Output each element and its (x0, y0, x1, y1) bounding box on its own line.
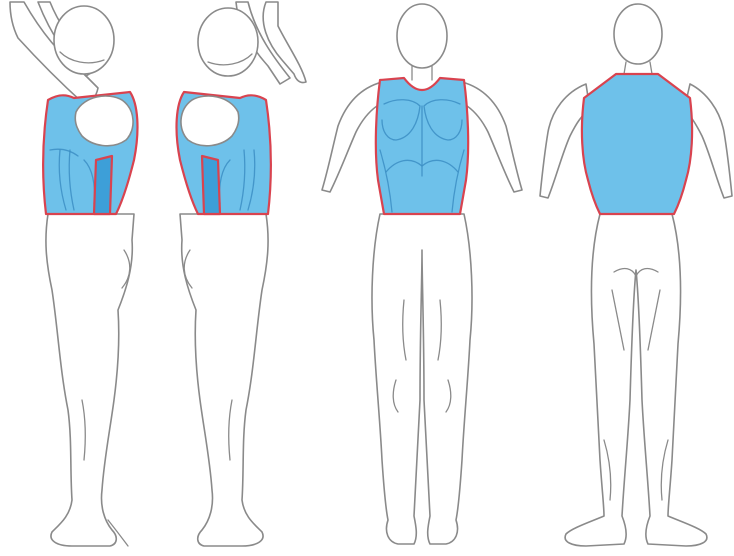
figure-front (322, 4, 522, 544)
upper-arm-overlap (75, 96, 133, 146)
arm-front-left (322, 82, 382, 192)
legs-back (565, 214, 707, 546)
legs-front (372, 214, 472, 544)
figure-back (540, 4, 732, 546)
head (54, 6, 114, 74)
head-back (614, 4, 662, 64)
figure-side-left (10, 2, 137, 546)
legs (46, 214, 134, 546)
figure-side-right (177, 2, 306, 546)
arm-front-right (462, 82, 522, 192)
coverage-zone-side-panel-right (202, 156, 220, 214)
coverage-zone-back (582, 74, 692, 214)
coverage-zone-side-panel-left (94, 156, 112, 214)
head-front (397, 4, 447, 68)
